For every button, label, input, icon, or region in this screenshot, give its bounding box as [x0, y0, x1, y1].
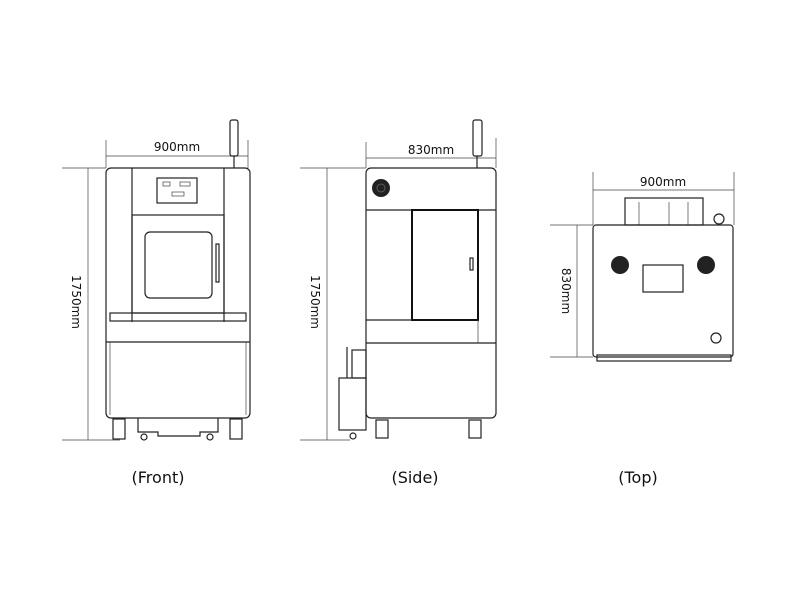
caster-right	[468, 419, 482, 439]
top-housing	[624, 197, 704, 226]
side-height-label: 1750mm	[308, 275, 322, 329]
front-width-label: 900mm	[154, 140, 200, 154]
caster-right	[229, 418, 243, 440]
front-caption: (Front)	[132, 468, 185, 487]
top-port	[710, 332, 722, 344]
side-view: 830mm 1750mm	[300, 119, 497, 441]
side-width-label: 830mm	[408, 143, 454, 157]
caster-left	[112, 418, 126, 440]
top-panel	[642, 264, 684, 293]
control-panel	[156, 177, 198, 204]
top-caption: (Top)	[618, 468, 657, 487]
front-height-dimension: 1750mm	[62, 167, 120, 441]
caster-left	[375, 419, 389, 439]
fan-icon	[611, 256, 629, 274]
top-depth-label: 830mm	[559, 268, 573, 314]
side-door	[411, 209, 479, 321]
light-tower-top	[713, 213, 725, 225]
signal-light-tower	[229, 119, 239, 157]
fan-icon	[697, 256, 715, 274]
side-tank	[338, 377, 367, 431]
front-height-label: 1750mm	[69, 275, 83, 329]
top-view: 900mm 830mm	[550, 172, 735, 362]
top-depth-dimension: 830mm	[550, 224, 593, 358]
fan-icon	[372, 179, 390, 197]
side-caption: (Side)	[391, 468, 438, 487]
door-handle	[215, 243, 220, 283]
side-body	[365, 167, 497, 419]
signal-light-tower	[472, 119, 483, 157]
top-width-label: 900mm	[640, 175, 686, 189]
top-body	[592, 224, 734, 358]
side-height-dimension: 1750mm	[300, 167, 366, 441]
side-door-latch	[469, 257, 474, 271]
front-body	[105, 167, 251, 419]
front-view: 900mm 1750mm	[62, 119, 251, 441]
front-width-dimension: 900mm	[105, 140, 249, 168]
top-width-dimension: 900mm	[592, 172, 735, 225]
side-width-dimension: 830mm	[365, 138, 497, 168]
door-window	[144, 231, 213, 299]
